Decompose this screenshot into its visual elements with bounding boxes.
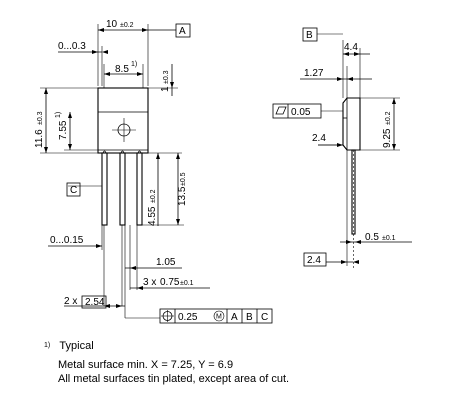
datum-b-box [302, 27, 318, 42]
front-view: 10 ±0.2 A 0...0.3 8.5 1) 1 ±0.3 11.6 ±0.… [34, 19, 273, 324]
footnote-title: 1) Typical [44, 339, 94, 353]
lead-width-tol: ±0.1 [180, 280, 194, 287]
lead-bend-tol: ±0.2 [150, 189, 157, 203]
frame-datum-a: A [231, 312, 238, 323]
pitch-dim: 2.54 [85, 297, 105, 308]
tab-thickness-dim: 1.27 [304, 68, 324, 79]
lead-length-dim: 13.5 [177, 186, 188, 206]
lead-right [136, 152, 143, 226]
lead-thickness-tol: ±0.1 [382, 235, 396, 242]
lead-length-tol: ±0.5 [180, 172, 187, 186]
max-material-icon: M [213, 310, 225, 322]
step-dim: 2.4 [312, 133, 326, 144]
hole-height-dim: 7.55 [58, 120, 69, 140]
lead-step-dim: 2.4 [307, 255, 321, 266]
datum-b: B [306, 30, 313, 41]
hole-pitch-ref: 1) [131, 61, 137, 68]
footnote-line2: All metal surfaces tin plated, except ar… [58, 373, 290, 385]
pitch-box [81, 295, 107, 309]
frame-datum-c: C [261, 312, 268, 323]
frame-datum-b: B [246, 312, 253, 323]
lead-width-count: 3 x [143, 277, 156, 288]
position-tolerance-frame [159, 308, 273, 324]
lead-middle [119, 152, 126, 226]
lead-step-box [303, 252, 327, 267]
position-tol-value: 0.25 [178, 312, 198, 323]
side-view: B 4.4 1.27 0.05 2.4 9.25 ±0.2 [272, 27, 412, 268]
lead-offset-dim: 0...0.15 [50, 235, 84, 246]
hole-height-ref: 1) [55, 112, 62, 118]
side-height-dim: 9.25 [382, 128, 393, 148]
lead-shoulders [102, 150, 142, 154]
top-gap-tol: ±0.3 [163, 70, 170, 84]
width-tol: ±0.2 [120, 22, 134, 29]
hole-pitch-dim: 8.5 [115, 64, 129, 75]
datum-a: A [179, 26, 186, 37]
position-tolerance-icon [161, 310, 174, 322]
lead-left [101, 152, 108, 226]
datum-a-box [175, 23, 191, 38]
height-tol: ±0.3 [37, 111, 44, 125]
lead-gap-dim: 1.05 [156, 257, 176, 268]
tab-offset-dim: 0...0.3 [58, 41, 86, 52]
footnote-title-text: Typical [59, 340, 94, 352]
datum-c-box [66, 182, 81, 197]
height-dim: 11.6 [34, 129, 45, 148]
package-body [97, 87, 149, 154]
side-height-tol: ±0.2 [385, 111, 392, 125]
svg-text:M: M [216, 314, 222, 321]
lead-bend-dim: 4.55 [147, 206, 158, 226]
depth-dim: 4.4 [344, 42, 358, 53]
lead-thickness-dim: 0.5 [365, 232, 379, 243]
footnote-ref: 1) [44, 342, 51, 349]
side-body [342, 97, 361, 151]
datum-c: C [70, 185, 77, 196]
footnote-line1: Metal surface min. X = 7.25, Y = 6.9 [58, 359, 234, 371]
top-gap-dim: 1 [160, 86, 171, 92]
flatness-icon [275, 106, 287, 115]
width-dim: 10 [106, 19, 118, 30]
flatness-value: 0.05 [291, 107, 311, 118]
lead-width-dim: 0.75 [160, 277, 180, 288]
pitch-count: 2 x [64, 296, 77, 307]
